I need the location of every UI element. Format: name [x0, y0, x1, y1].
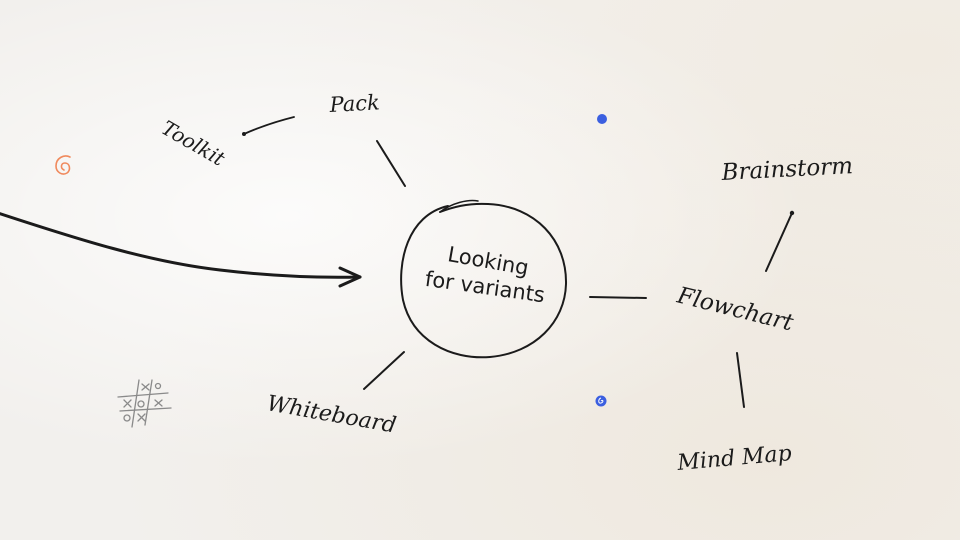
connector-whiteboard [363, 351, 405, 390]
connector-lines [242, 116, 795, 408]
connector-brainstorm [765, 212, 793, 272]
label-whiteboard: Whiteboard [265, 391, 398, 438]
incoming-arrow [0, 212, 362, 288]
orange-spiral-icon [55, 155, 71, 175]
label-pack: Pack [328, 90, 380, 117]
label-flowchart: Flowchart [674, 282, 797, 336]
tic-tac-toe-doodle-icon [117, 379, 172, 428]
blue-spiral-dot-icon [595, 395, 607, 407]
label-brainstorm: Brainstorm [720, 153, 854, 186]
center-node: Looking for variants [400, 199, 568, 359]
blue-dot-icon [597, 114, 607, 124]
connector-pack [376, 140, 406, 187]
center-label-line2: for variants [424, 267, 547, 308]
label-toolkit: Toolkit [158, 116, 230, 172]
connector-toolkit-dot [242, 132, 246, 136]
connector-brainstorm-dot [789, 210, 795, 216]
label-mind-map: Mind Map [675, 441, 792, 476]
connector-flowchart [589, 296, 647, 299]
connector-toolkit [243, 116, 295, 135]
connector-mind-map [736, 352, 745, 408]
